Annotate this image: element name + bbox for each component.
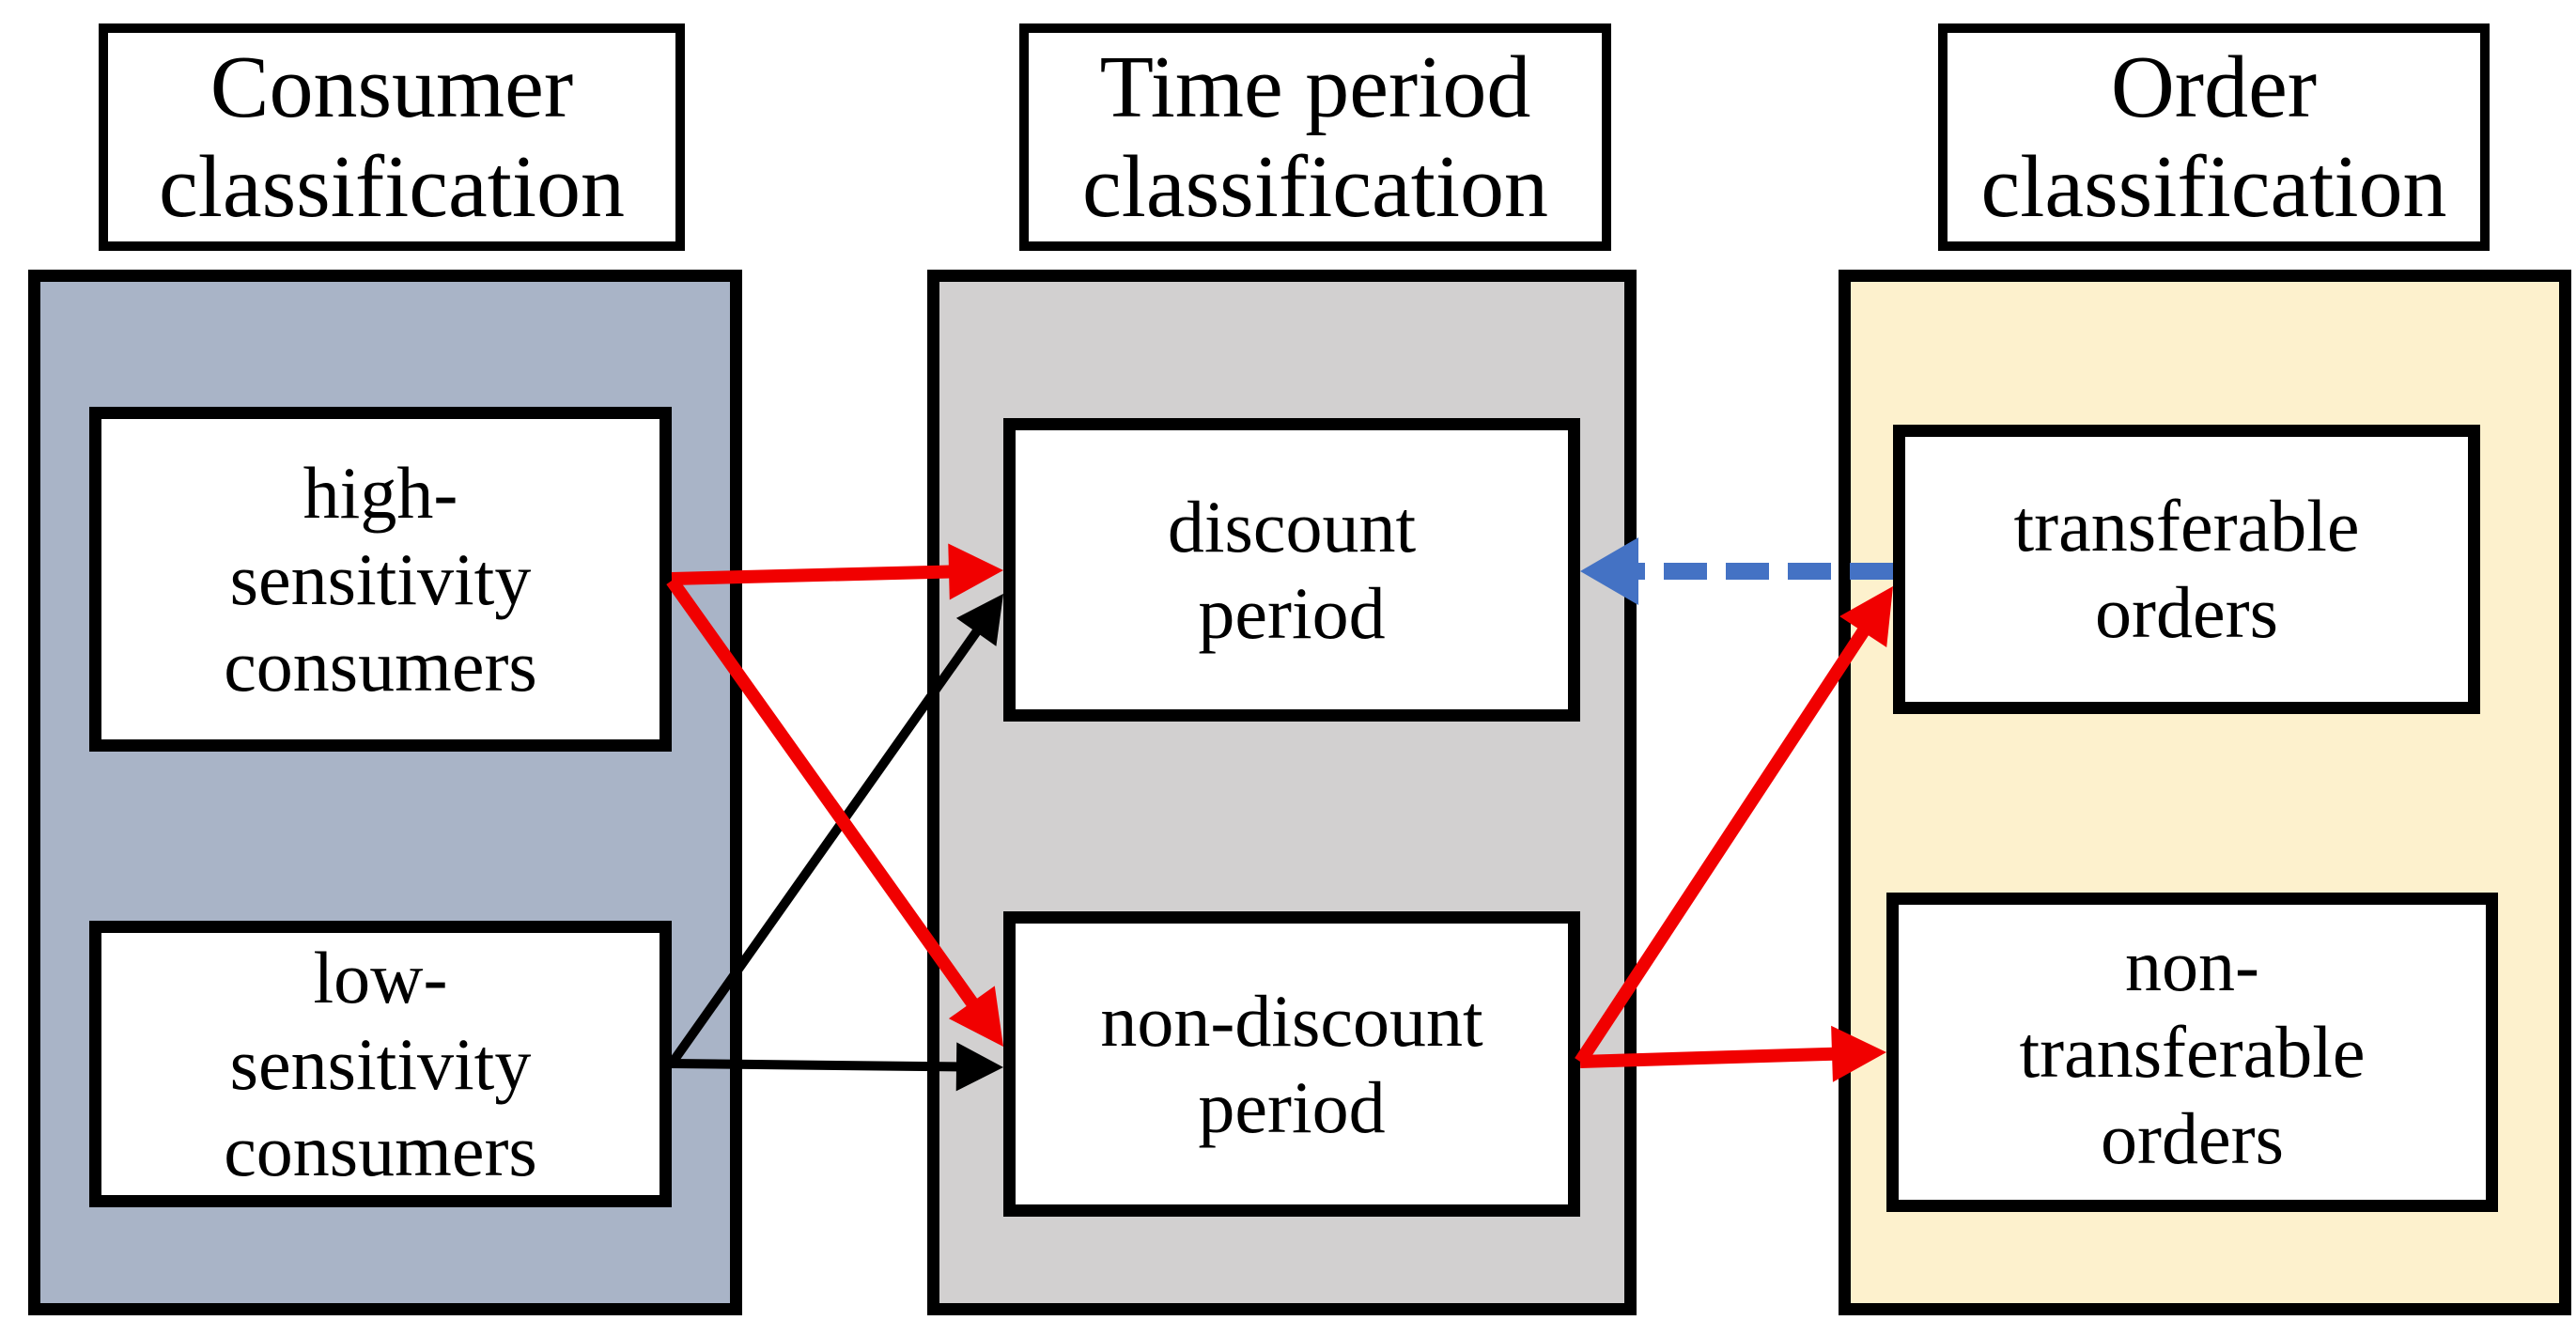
header-label-line: classification (1980, 138, 2447, 236)
node-label-line: non- (2125, 924, 2259, 1006)
node-label-line: consumers (224, 1109, 537, 1191)
node-label-line: low- (313, 936, 448, 1018)
node-label-line: orders (2095, 571, 2278, 653)
header-label-line: classification (1082, 138, 1548, 236)
node-label-line: consumers (224, 624, 537, 707)
node-label-line: orders (2101, 1097, 2284, 1179)
header-label-line: Time period (1099, 39, 1531, 136)
header-label-line: Consumer (209, 39, 574, 136)
node-label-line: sensitivity (229, 1022, 532, 1105)
node-label-line: transferable (2019, 1011, 2366, 1093)
node-label-line: transferable (2013, 485, 2360, 567)
header-label-line: classification (159, 138, 625, 236)
header-label-line: Order (2110, 39, 2318, 136)
node-label-line: discount (1167, 485, 1417, 567)
node-label-line: period (1198, 571, 1386, 654)
node-label-line: high- (303, 451, 458, 534)
node-label-line: sensitivity (229, 537, 532, 620)
node-label-line: period (1198, 1065, 1386, 1148)
node-label-line: non-discount (1100, 979, 1483, 1062)
